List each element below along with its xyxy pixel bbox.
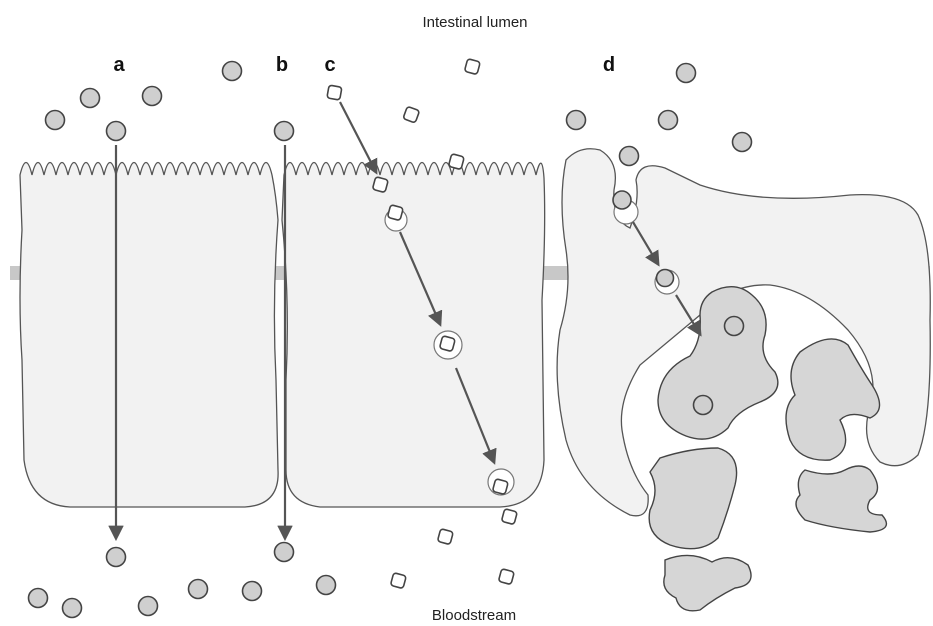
round-particle-icon — [107, 548, 126, 567]
lymphoid-cell-4 — [796, 466, 886, 532]
round-particle-icon — [29, 589, 48, 608]
lymphoid-cell-3 — [649, 448, 736, 549]
square-particle-icon — [439, 336, 455, 352]
epithelial-cell-2 — [282, 163, 545, 508]
arrow-down-icon — [340, 102, 376, 172]
intestinal-lumen-label: Intestinal lumen — [422, 14, 527, 31]
square-particle-icon — [464, 59, 480, 75]
bloodstream-label: Bloodstream — [432, 607, 516, 624]
panel-label-c: c — [324, 54, 335, 76]
round-particle-icon — [143, 87, 162, 106]
square-particle-icon — [498, 569, 514, 585]
lymphoid-cell-5 — [664, 555, 751, 610]
square-particle-icon — [492, 479, 508, 495]
round-particle-icon — [567, 111, 586, 130]
round-particle-icon — [139, 597, 158, 616]
square-particle-icon — [387, 205, 403, 221]
round-particle-icon — [733, 133, 752, 152]
round-particle-icon — [243, 582, 262, 601]
square-particle-icon — [403, 106, 420, 123]
square-particle-icon — [437, 529, 453, 545]
square-particle-icon — [390, 573, 406, 589]
epithelial-cell-1 — [20, 163, 278, 508]
round-particle-icon — [657, 270, 674, 287]
round-particle-icon — [677, 64, 696, 83]
round-particle-icon — [107, 122, 126, 141]
round-particle-icon — [613, 191, 631, 209]
panel-label-b: b — [276, 54, 288, 76]
round-particle-icon — [189, 580, 208, 599]
square-particle-icon — [372, 177, 388, 193]
round-particle-icon — [63, 599, 82, 618]
panel-label-d: d — [603, 54, 615, 76]
round-particle-icon — [725, 317, 744, 336]
round-particle-icon — [275, 543, 294, 562]
panel-label-a: a — [113, 54, 125, 76]
round-particle-icon — [223, 62, 242, 81]
round-particle-icon — [694, 396, 713, 415]
square-particle-icon — [448, 154, 464, 170]
square-particle-icon — [327, 85, 342, 100]
round-particle-icon — [81, 89, 100, 108]
round-particle-icon — [317, 576, 336, 595]
round-particle-icon — [620, 147, 639, 166]
round-particle-icon — [46, 111, 65, 130]
round-particle-icon — [659, 111, 678, 130]
round-particle-icon — [275, 122, 294, 141]
square-particle-icon — [501, 509, 517, 525]
